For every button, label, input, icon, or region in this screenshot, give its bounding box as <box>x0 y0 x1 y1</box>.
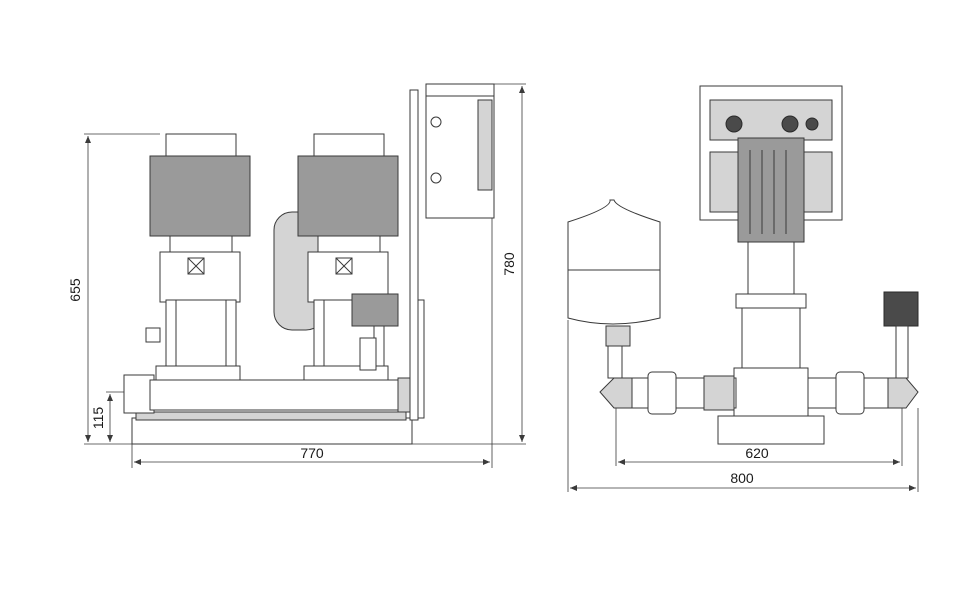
motor-stool <box>317 235 381 253</box>
motor-front <box>737 137 805 243</box>
pump-base-front <box>733 367 809 417</box>
manifold-pipe <box>149 379 409 411</box>
motor-housing <box>149 155 251 237</box>
switch-riser <box>895 325 909 379</box>
header-union <box>703 375 735 411</box>
motor-stool <box>169 235 233 253</box>
dimension-label-655: 655 <box>67 278 83 302</box>
expansion-tank-front <box>567 199 661 325</box>
pump-valve <box>145 327 161 343</box>
hex-fitting-left <box>599 377 633 409</box>
base-rail <box>135 411 407 421</box>
inlet-flange <box>123 374 155 414</box>
cable-gland-icon <box>781 115 799 133</box>
check-valve <box>359 337 377 371</box>
mast-bracket <box>417 299 425 419</box>
side-view: 655 115 770 780 <box>67 83 526 468</box>
hex-fitting-right <box>887 377 919 409</box>
cabinet-hinge <box>477 99 493 191</box>
dimension-label-620: 620 <box>745 445 769 461</box>
ball-valve-right <box>835 371 865 415</box>
ball-valve-left <box>647 371 677 415</box>
dimension-label-800: 800 <box>730 470 754 486</box>
pressure-switch <box>351 293 399 327</box>
pressure-switch-front <box>883 291 919 327</box>
pump-stack-front <box>741 307 801 371</box>
motor-flange <box>735 293 807 309</box>
cabinet-lock-icon <box>430 116 442 128</box>
pump-1 <box>145 133 251 381</box>
dimension-label-115: 115 <box>90 407 106 430</box>
pump-foot <box>717 415 825 445</box>
cable-gland-icon <box>805 117 819 131</box>
pump-2 <box>297 133 399 381</box>
panel-mast <box>409 89 419 421</box>
cable-gland-icon <box>725 115 743 133</box>
coupling-front <box>747 241 795 299</box>
cabinet-lock-icon <box>430 172 442 184</box>
tank-valve <box>605 325 631 347</box>
base-frame <box>131 417 413 445</box>
outlet-flange <box>397 377 411 413</box>
pump-stack <box>165 299 237 371</box>
front-view: 620 800 <box>567 85 919 492</box>
motor-housing <box>297 155 399 237</box>
pump-base <box>155 365 241 381</box>
dimension-label-770: 770 <box>300 445 324 461</box>
motor-fan-cover <box>313 133 385 159</box>
dimension-label-780: 780 <box>501 252 517 276</box>
motor-fan-cover <box>165 133 237 159</box>
tank-riser <box>607 345 623 379</box>
